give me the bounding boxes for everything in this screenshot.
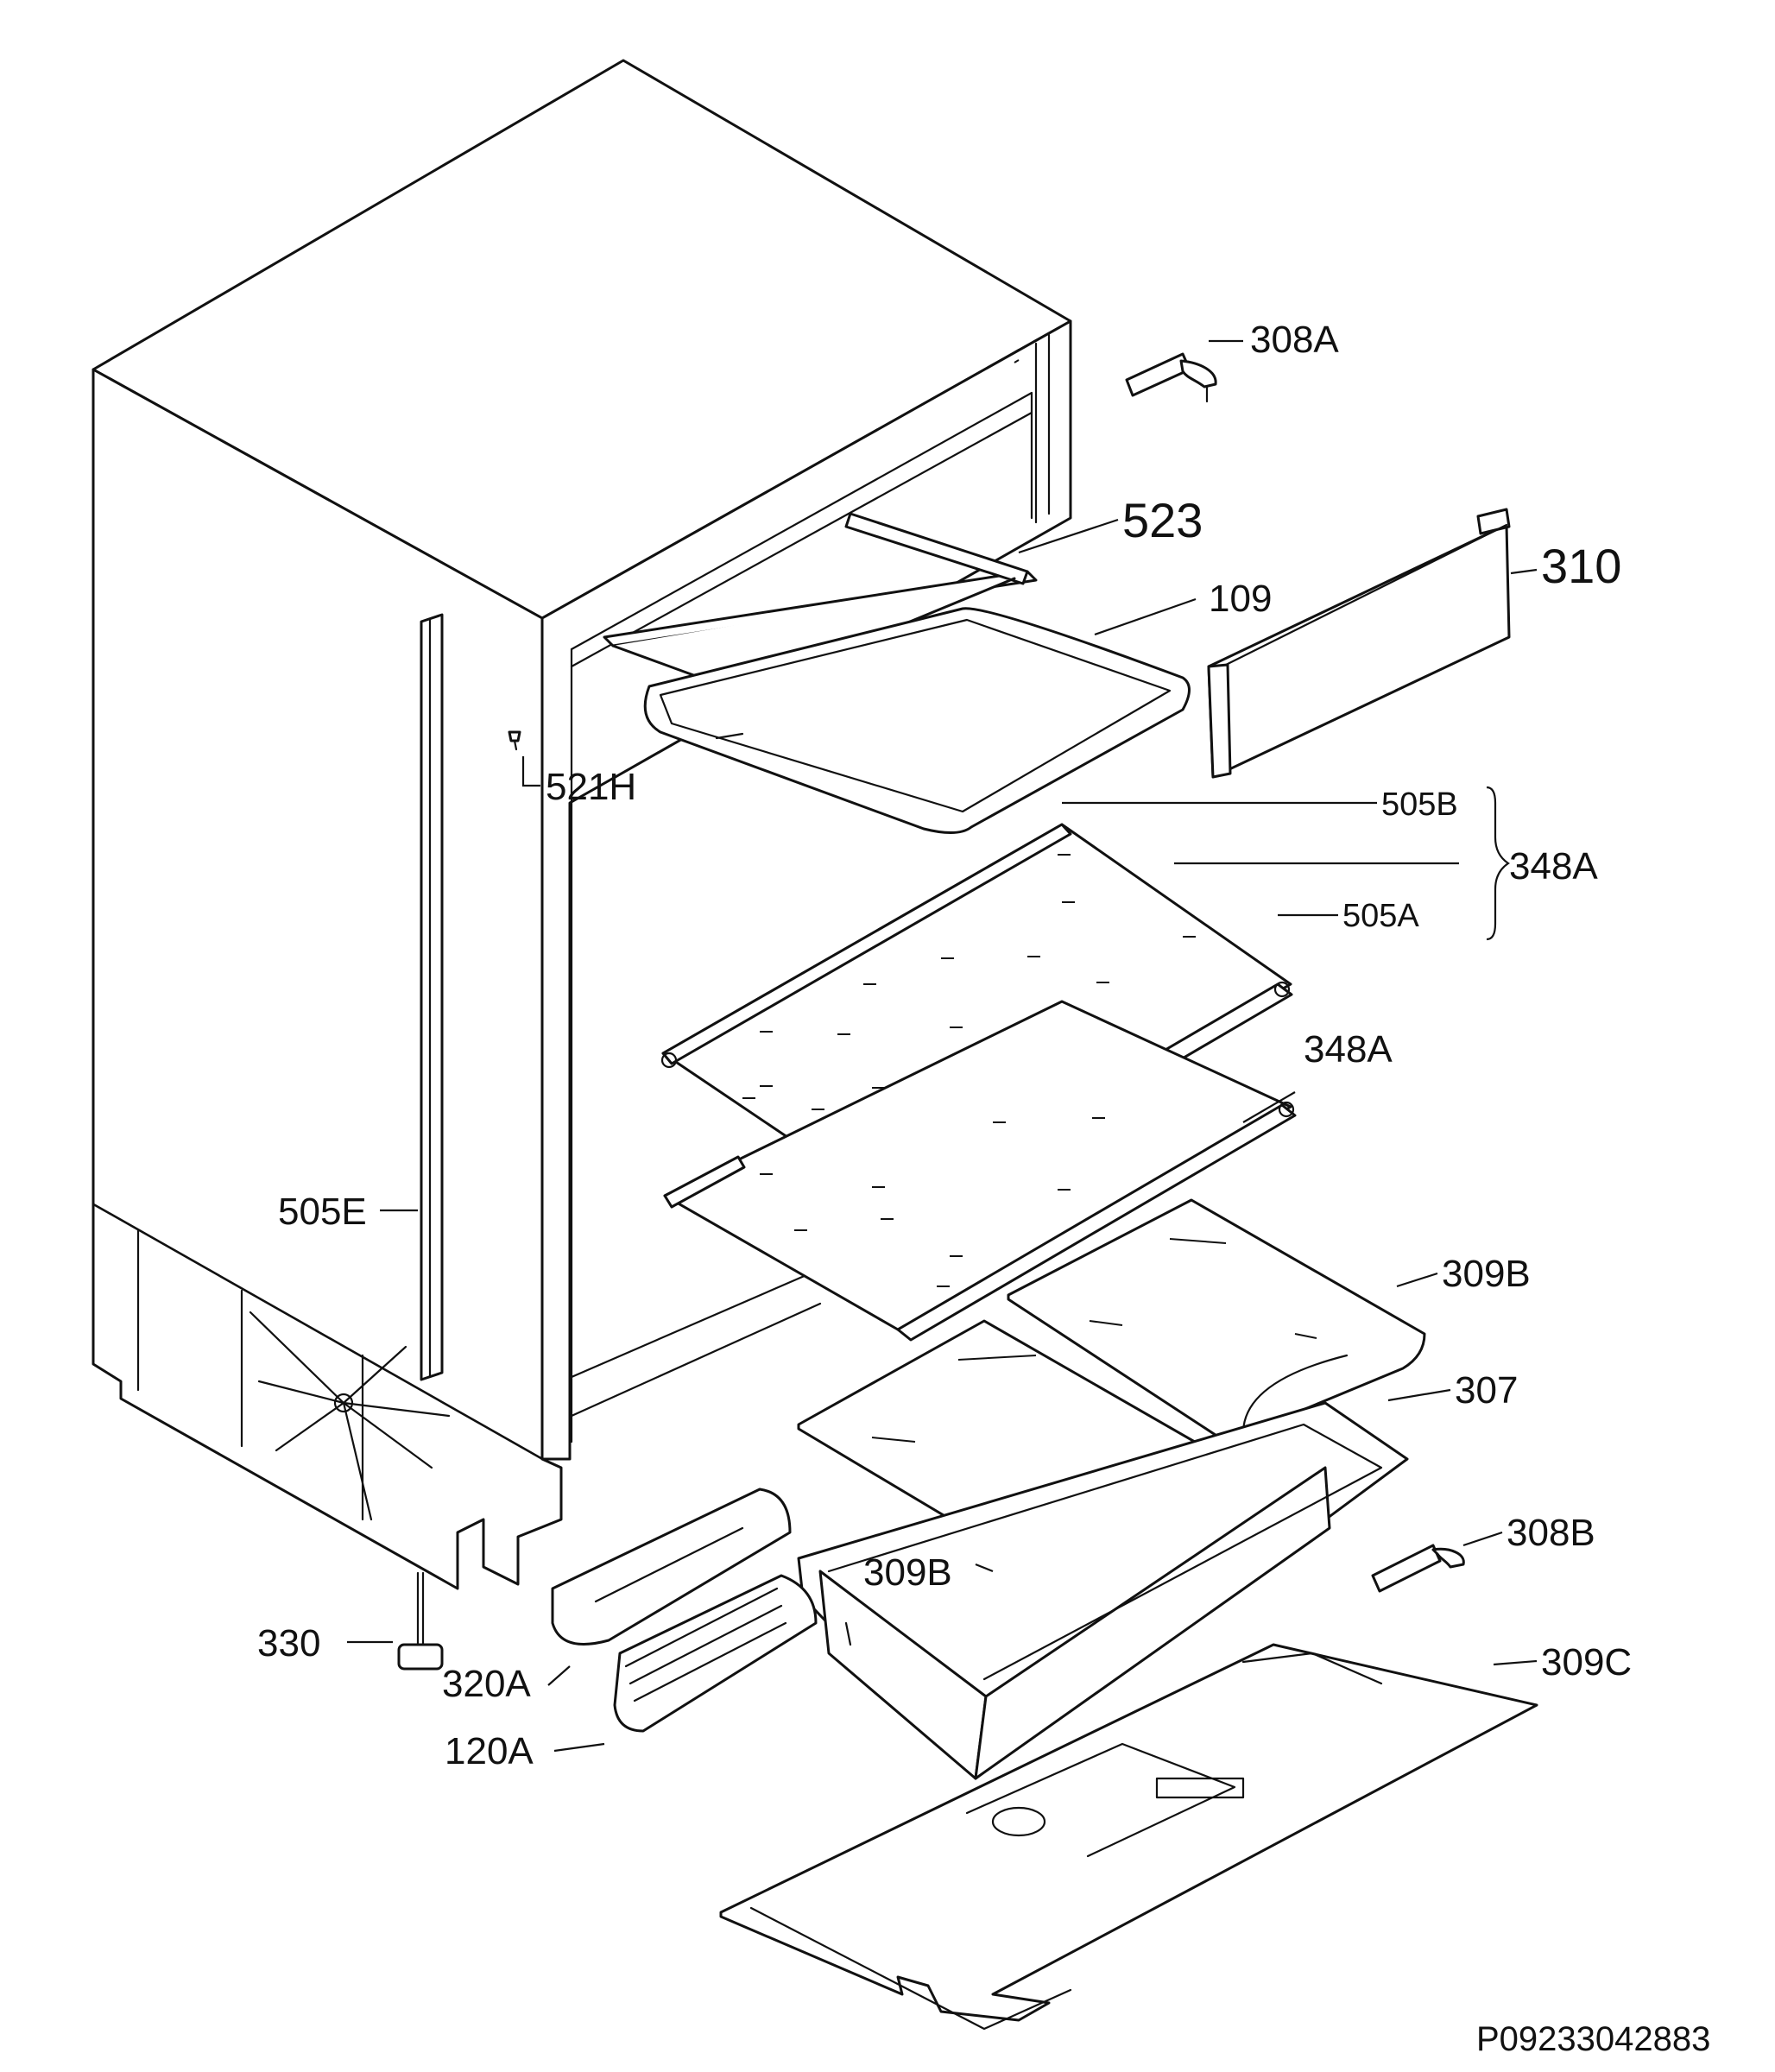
- cabinet-body: [92, 59, 1072, 1590]
- label-505b: 505B: [1381, 786, 1458, 823]
- bottom-tray-309c: [719, 1643, 1538, 2031]
- label-348a-group: 348A: [1509, 845, 1598, 888]
- label-309b-left: 309B: [863, 1551, 952, 1594]
- label-523: 523: [1122, 493, 1203, 547]
- glass-shelf-348a-lower: [663, 1000, 1297, 1342]
- hinge-bracket-308a: [1125, 352, 1217, 403]
- adjustable-foot-330: [397, 1571, 444, 1671]
- grille-120a: [613, 1574, 818, 1733]
- frame-tray-109: [643, 607, 1191, 834]
- reference-code: P09233042883: [1476, 2020, 1710, 2058]
- leader-lines: [347, 339, 1538, 1753]
- screw-521h: [508, 730, 521, 751]
- label-505e: 505E: [278, 1191, 367, 1233]
- label-309b-right: 309B: [1442, 1253, 1531, 1295]
- label-320a: 320A: [442, 1663, 531, 1705]
- label-348a-shelf: 348A: [1304, 1028, 1393, 1071]
- label-308b: 308B: [1507, 1512, 1595, 1554]
- label-307: 307: [1455, 1369, 1518, 1412]
- label-109: 109: [1209, 578, 1272, 620]
- label-309c: 309C: [1541, 1641, 1632, 1684]
- label-505a: 505A: [1342, 898, 1419, 934]
- cover-panel-310: [1207, 508, 1511, 779]
- label-120a: 120A: [445, 1730, 534, 1772]
- rail-frame-523: [603, 512, 1038, 701]
- crisper-drawer-307: [797, 1401, 1409, 1780]
- label-521h: 521H: [546, 766, 636, 808]
- label-308a: 308A: [1250, 319, 1339, 361]
- label-330: 330: [257, 1622, 320, 1665]
- label-310: 310: [1541, 539, 1621, 593]
- hinge-bracket-308b: [1371, 1544, 1465, 1593]
- light-cover-320a: [551, 1488, 792, 1646]
